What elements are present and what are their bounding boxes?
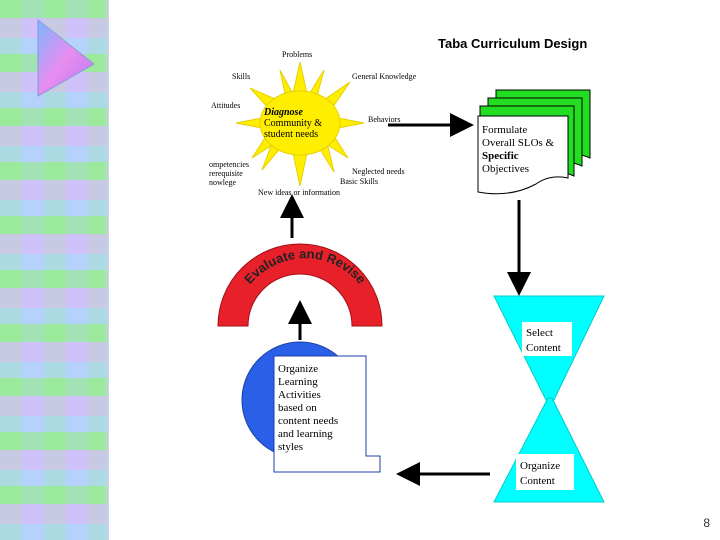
sun-center-line-3: student needs — [264, 129, 318, 140]
activities-line-7: styles — [278, 441, 303, 453]
diagnose-sun: Diagnose Community & student needs Probl… — [209, 50, 417, 197]
select-content-line-1: Select — [526, 327, 553, 339]
ray-label-competencies: ompetencies — [209, 160, 249, 169]
ray-label-new-ideas: New ideas or information — [258, 188, 340, 197]
sun-center-line-2: Community & — [264, 118, 322, 129]
activities-line-4: based on — [278, 402, 317, 414]
activities-line-2: Learning — [278, 376, 318, 388]
organize-activities: Organize Learning Activities based on co… — [241, 341, 381, 473]
ray-label-basic-skills: Basic Skills — [340, 177, 378, 186]
ray-label-behaviors: Behaviors — [368, 115, 400, 124]
ray-label-skills: Skills — [232, 72, 250, 81]
formulate-line-3: Specific — [482, 150, 519, 162]
ray-label-neglected-needs: Neglected needs — [352, 167, 405, 176]
organize-content-line-1: Organize — [520, 460, 560, 472]
content-hourglass: Select Content Organize Content — [493, 295, 605, 503]
formulate-stack: Formulate Overall SLOs & Specific Object… — [477, 89, 591, 195]
page-number: 8 — [703, 516, 710, 530]
sun-center-line-1: Diagnose — [263, 107, 303, 118]
activities-line-3: Activities — [278, 389, 321, 401]
formulate-line-4: Objectives — [482, 163, 529, 175]
ray-label-knowledge: nowlege — [209, 178, 237, 187]
activities-line-5: content needs — [278, 415, 338, 427]
activities-line-6: and learning — [278, 428, 333, 440]
ray-label-prerequisite: rerequisite — [209, 169, 243, 178]
diagram-title: Taba Curriculum Design — [438, 36, 587, 51]
select-content-line-2: Content — [526, 342, 561, 354]
formulate-line-1: Formulate — [482, 124, 527, 136]
formulate-line-2: Overall SLOs & — [482, 137, 555, 149]
organize-content-line-2: Content — [520, 475, 555, 487]
ray-label-attitudes: Attitudes — [211, 101, 240, 110]
decorative-side-strip — [0, 0, 109, 540]
activities-line-1: Organize — [278, 363, 318, 375]
ray-label-problems: Problems — [282, 50, 312, 59]
ray-label-general-knowledge: General Knowledge — [352, 72, 417, 81]
play-triangle-icon — [37, 18, 95, 97]
